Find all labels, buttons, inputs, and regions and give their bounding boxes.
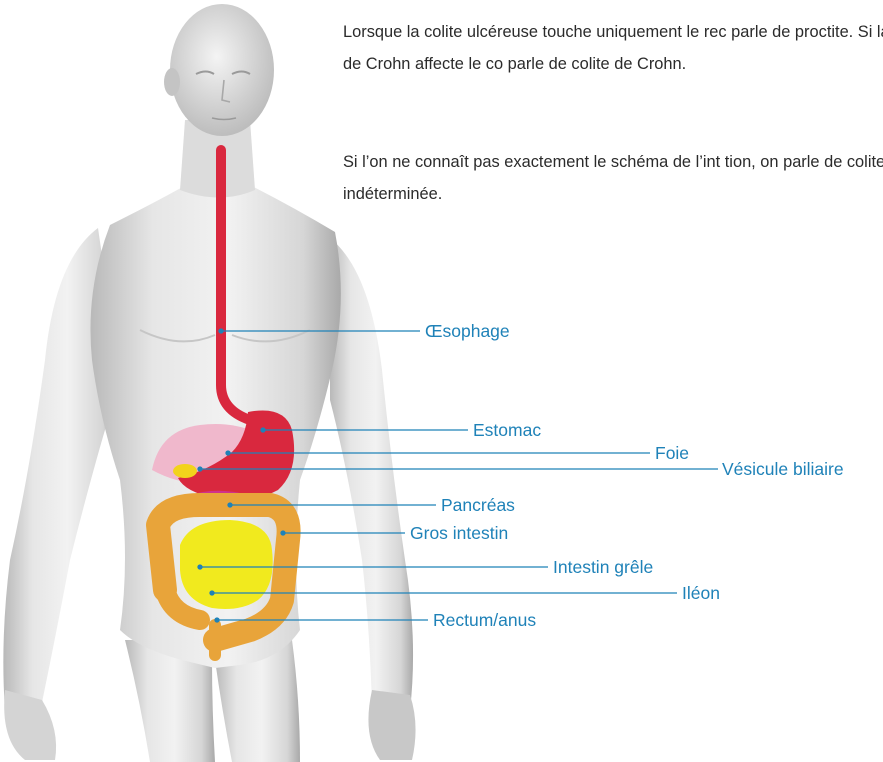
dot-foie	[226, 451, 230, 455]
head	[170, 4, 274, 136]
label-rectum-anus: Rectum/anus	[433, 610, 536, 630]
dot-gros-intestin	[281, 531, 285, 535]
gallbladder-organ	[173, 464, 197, 478]
label-estomac: Estomac	[473, 420, 541, 440]
dot-vesicule	[198, 467, 202, 471]
dot-intestin-grele	[198, 565, 202, 569]
intro-paragraph-proctite: Lorsque la colite ulcéreuse touche uniqu…	[343, 16, 883, 80]
label-foie: Foie	[655, 443, 689, 463]
label-intestin-grele: Intestin grêle	[553, 557, 653, 577]
dot-estomac	[261, 428, 265, 432]
label-ileon: Iléon	[682, 583, 720, 603]
right-arm	[330, 238, 413, 710]
left-hand	[4, 690, 56, 760]
right-hand	[368, 690, 415, 760]
intro-paragraph-indeterminee: Si l’on ne connaît pas exactement le sch…	[343, 146, 883, 210]
dot-pancreas	[228, 503, 232, 507]
dot-ileon	[210, 591, 214, 595]
dot-oesophage	[219, 329, 223, 333]
label-pancreas: Pancréas	[441, 495, 515, 515]
label-gros-intestin: Gros intestin	[410, 523, 508, 543]
label-oesophage: Œsophage	[425, 321, 510, 341]
label-vesicule-biliaire: Vésicule biliaire	[722, 459, 844, 479]
dot-rectum	[215, 618, 219, 622]
ear	[164, 68, 180, 96]
small-intestine-organ	[180, 520, 273, 609]
